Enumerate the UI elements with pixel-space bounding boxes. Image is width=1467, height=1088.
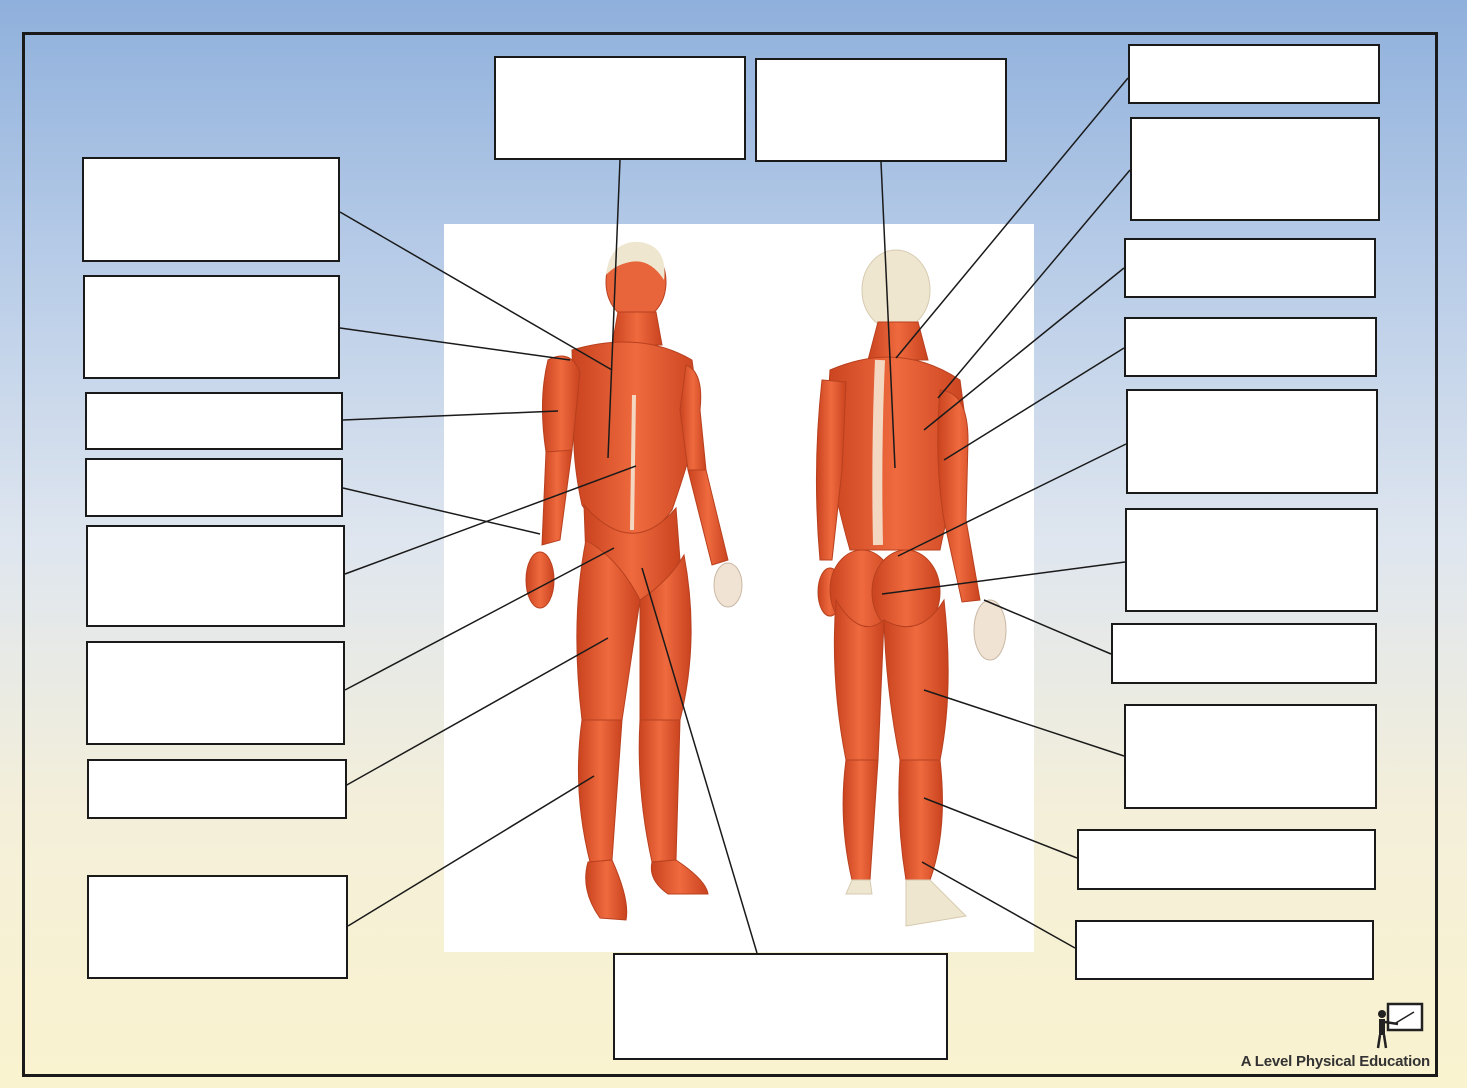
figure-panel [444, 224, 1034, 952]
label-box-left-3[interactable] [85, 392, 343, 450]
label-box-left-1[interactable] [82, 157, 340, 262]
label-box-right-6[interactable] [1125, 508, 1378, 612]
label-box-right-7[interactable] [1111, 623, 1377, 684]
label-box-right-5[interactable] [1126, 389, 1378, 494]
label-box-right-9[interactable] [1077, 829, 1376, 890]
label-box-right-8[interactable] [1124, 704, 1377, 809]
label-box-right-2[interactable] [1130, 117, 1380, 221]
teacher-board-icon [1374, 1002, 1426, 1050]
label-box-left-4[interactable] [85, 458, 343, 517]
label-box-left-7[interactable] [87, 759, 347, 819]
label-box-top-1[interactable] [494, 56, 746, 160]
brand-logo: A Level Physical Education [1224, 1000, 1434, 1076]
label-box-left-5[interactable] [86, 525, 345, 627]
label-box-left-8[interactable] [87, 875, 348, 979]
label-box-right-10[interactable] [1075, 920, 1374, 980]
label-box-left-2[interactable] [83, 275, 340, 379]
label-box-top-2[interactable] [755, 58, 1007, 162]
label-box-right-3[interactable] [1124, 238, 1376, 298]
label-box-right-4[interactable] [1124, 317, 1377, 377]
label-box-right-1[interactable] [1128, 44, 1380, 104]
label-box-left-6[interactable] [86, 641, 345, 745]
label-box-bottom-1[interactable] [613, 953, 948, 1060]
brand-text: A Level Physical Education [1241, 1053, 1430, 1070]
